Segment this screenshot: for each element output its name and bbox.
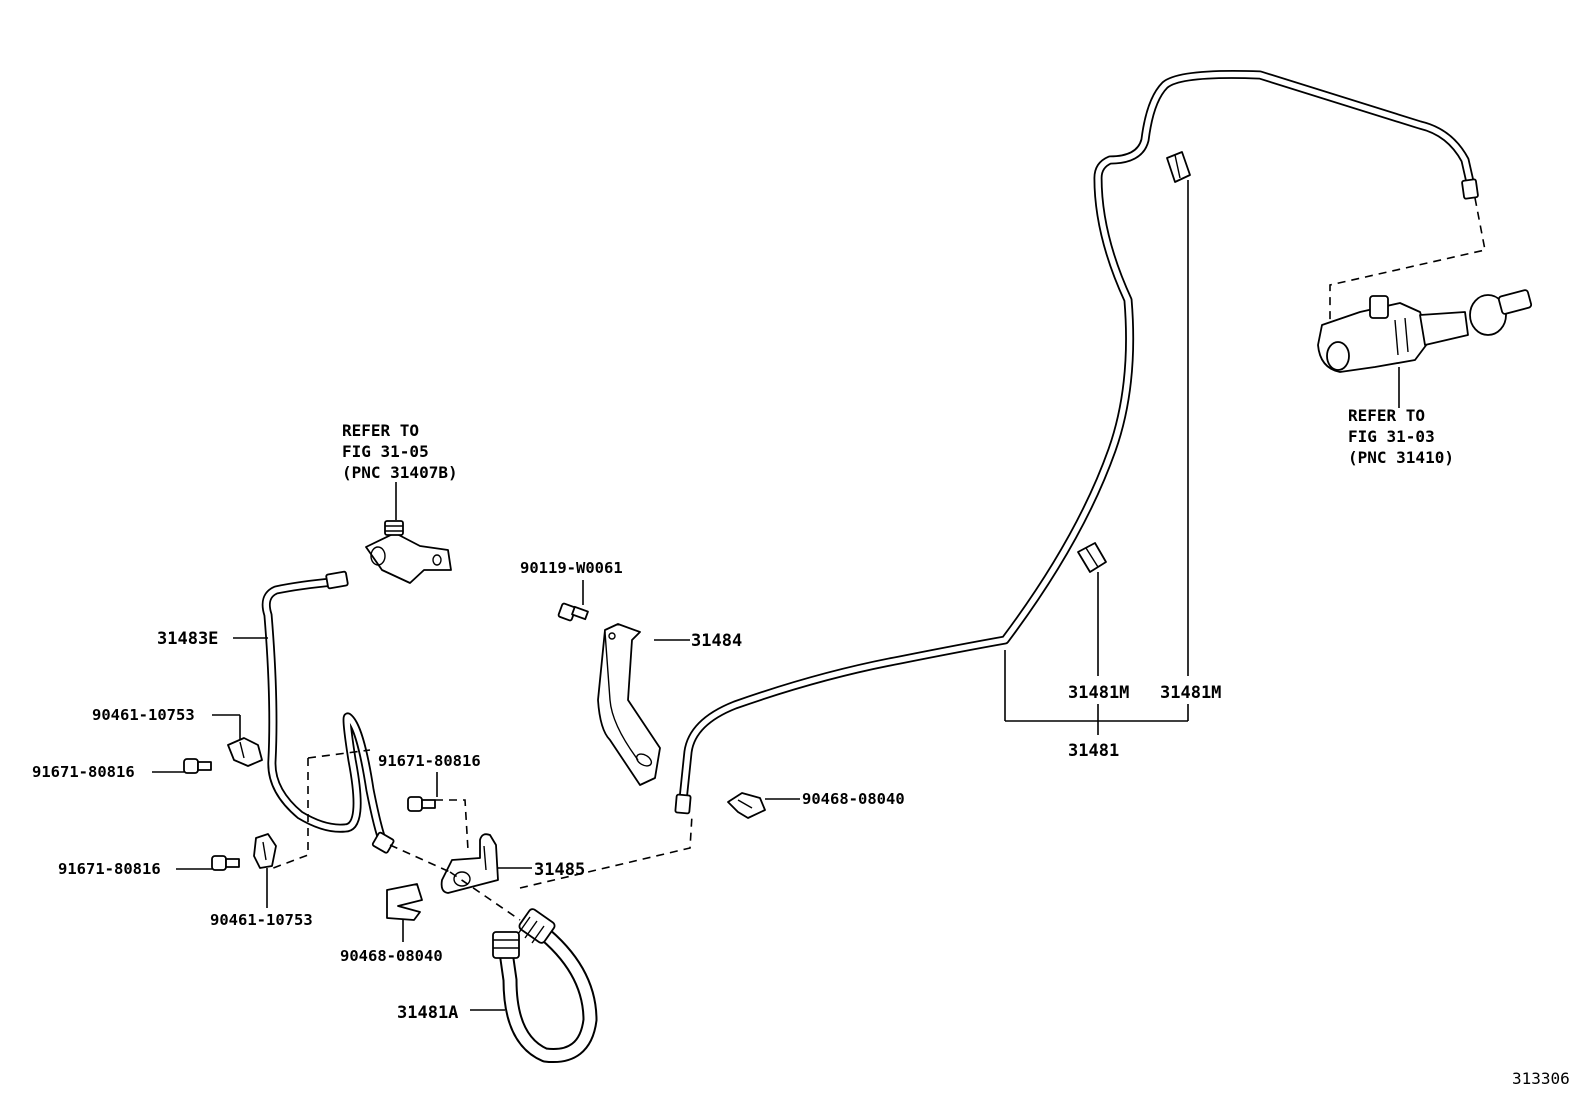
label-31483e: 31483E: [157, 629, 218, 649]
clip-90468-right: [727, 792, 766, 819]
label-90468-right: 90468-08040: [802, 790, 905, 808]
clutch-tube-31483e: [261, 570, 395, 854]
label-90461-upper: 90461-10753: [92, 706, 195, 724]
label-31481m-left: 31481M: [1068, 683, 1129, 703]
clutch-hose-31481a: [492, 908, 598, 1064]
ref-note-left: REFER TO FIG 31-05 (PNC 31407B): [342, 421, 458, 482]
figure-id: 313306: [1512, 1069, 1570, 1088]
label-91671-a: 91671-80816: [32, 763, 135, 781]
ref-right-line3: (PNC 31410): [1348, 448, 1454, 467]
label-91671-c: 91671-80816: [58, 860, 161, 878]
label-31484: 31484: [691, 631, 742, 651]
bracket-31484: [597, 623, 661, 786]
label-31481a: 31481A: [397, 1003, 458, 1023]
label-91671-b: 91671-80816: [378, 752, 481, 770]
bolt-91671-a: [183, 758, 212, 774]
ref-left-line1: REFER TO: [342, 421, 419, 440]
bolt-91671-b: [407, 796, 436, 812]
bolt-90119-w0061: [557, 602, 589, 622]
bracket-31485: [440, 833, 499, 894]
leader-lines: [152, 180, 1400, 1011]
ref-left-line3: (PNC 31407B): [342, 463, 458, 482]
label-31481m-right: 31481M: [1160, 683, 1221, 703]
label-31485: 31485: [534, 860, 585, 880]
clip-90468-lower: [386, 883, 423, 921]
ref-note-right: REFER TO FIG 31-03 (PNC 31410): [1348, 406, 1454, 467]
clutch-valve-fitting: [365, 520, 452, 584]
clutch-master-cylinder: [1317, 289, 1533, 373]
clip-90461-upper: [227, 737, 263, 767]
clutch-tube-main: [674, 69, 1479, 815]
ref-left-line2: FIG 31-05: [342, 442, 429, 461]
label-90461-lower: 90461-10753: [210, 911, 313, 929]
ref-right-line2: FIG 31-03: [1348, 427, 1435, 446]
grommet-31481m-upper: [1166, 151, 1191, 183]
clip-90461-lower: [253, 833, 277, 869]
bolt-91671-c: [211, 855, 240, 871]
label-90119-w0061: 90119-W0061: [520, 559, 623, 577]
dashed-assembly-lines: [267, 197, 1486, 921]
part-labels: 31483E 31484 31485 31481A 31481 31481M 3…: [32, 559, 1221, 1023]
label-90468-lower: 90468-08040: [340, 947, 443, 965]
label-31481: 31481: [1068, 741, 1119, 761]
grommet-31481m-lower: [1077, 542, 1107, 573]
ref-right-line1: REFER TO: [1348, 406, 1425, 425]
